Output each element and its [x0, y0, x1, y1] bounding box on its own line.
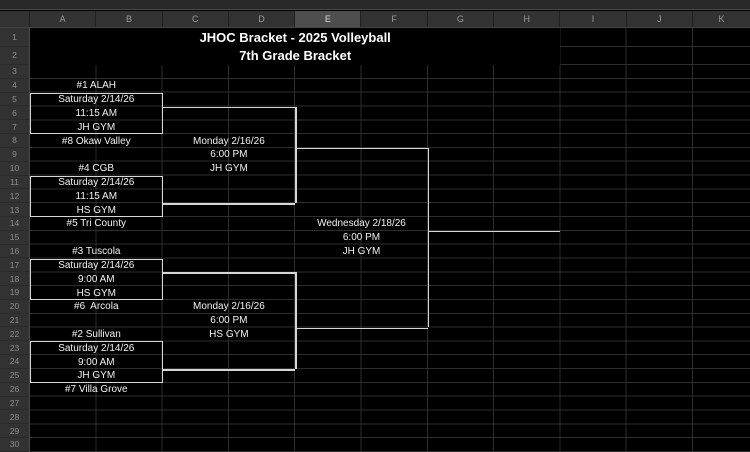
- semifinal2-bottom-line: [162, 369, 296, 371]
- game4-time[interactable]: 9:00 AM: [77, 356, 115, 368]
- semifinal2-top-line: [162, 272, 296, 274]
- game1-time[interactable]: 11:15 AM: [75, 107, 118, 119]
- row-header-22[interactable]: 22: [0, 327, 29, 342]
- game2-time[interactable]: 11:15 AM: [75, 190, 118, 202]
- row-header-10[interactable]: 10: [0, 162, 29, 176]
- game3-date[interactable]: Saturday 2/14/26: [58, 259, 135, 271]
- row-header-12[interactable]: 12: [0, 189, 29, 204]
- team-seed8-okaw-valley[interactable]: #8 Okaw Valley: [61, 135, 131, 147]
- row-header-3[interactable]: 3: [0, 65, 29, 79]
- game1-venue[interactable]: JH GYM: [77, 121, 116, 133]
- column-header-k[interactable]: K: [718, 14, 725, 24]
- gridline-row1-row2: [560, 46, 750, 47]
- final-time[interactable]: 6:00 PM: [342, 232, 381, 244]
- final-venue[interactable]: JH GYM: [342, 246, 381, 258]
- bracket-title[interactable]: JHOC Bracket - 2025 Volleyball: [30, 28, 561, 47]
- column-header-g[interactable]: G: [428, 11, 495, 27]
- game2-date[interactable]: Saturday 2/14/26: [58, 177, 135, 188]
- column-header-i[interactable]: I: [560, 11, 627, 27]
- row-header-9[interactable]: 9: [0, 148, 29, 162]
- column-header-e[interactable]: E: [295, 11, 362, 27]
- column-header-c[interactable]: C: [163, 11, 229, 27]
- row-header-26[interactable]: 26: [0, 383, 29, 397]
- final-top-line: [295, 147, 428, 150]
- row-header-6[interactable]: 6: [0, 106, 29, 121]
- final-bottom-line: [295, 327, 428, 330]
- column-header-j[interactable]: J: [627, 11, 693, 27]
- semifinal1-time[interactable]: 6:00 PM: [210, 149, 248, 161]
- semifinal1-top-line: [162, 106, 296, 108]
- column-header-f[interactable]: F: [361, 11, 428, 27]
- semifinal2-venue[interactable]: HS GYM: [209, 329, 249, 340]
- row-header-20[interactable]: 20: [0, 300, 29, 314]
- game3-box: [30, 258, 163, 300]
- row-header-15[interactable]: 15: [0, 231, 29, 245]
- row-header-2[interactable]: 2: [0, 47, 29, 65]
- semifinal1-date[interactable]: Monday 2/16/26: [193, 135, 265, 147]
- game2-venue[interactable]: HS GYM: [76, 204, 117, 216]
- row-header-27[interactable]: 27: [0, 397, 29, 411]
- row-header-7[interactable]: 7: [0, 120, 29, 135]
- row-header-23[interactable]: 23: [0, 341, 29, 356]
- champion-line: [427, 230, 561, 233]
- row-header-5[interactable]: 5: [0, 93, 29, 107]
- row-header-21[interactable]: 21: [0, 314, 29, 328]
- game3-venue[interactable]: HS GYM: [76, 287, 117, 299]
- team-seed3-tuscola[interactable]: #3 Tuscola: [72, 246, 121, 258]
- bracket-subtitle[interactable]: 7th Grade Bracket: [30, 46, 561, 65]
- semifinal2-vert-line: [295, 272, 297, 369]
- row-header-25[interactable]: 25: [0, 369, 29, 383]
- row-header-24[interactable]: 24: [0, 355, 29, 369]
- game2-box: [30, 175, 163, 217]
- semifinal1-vert-line: [295, 106, 297, 204]
- game4-date[interactable]: Saturday 2/14/26: [58, 342, 135, 354]
- select-all-corner[interactable]: [0, 11, 30, 27]
- team-seed6-arcola[interactable]: #6 Arcola: [74, 301, 119, 313]
- team-seed7-villa-grove[interactable]: #7 Villa Grove: [64, 384, 128, 396]
- row-header-30[interactable]: 30: [0, 438, 29, 452]
- row-header-19[interactable]: 19: [0, 286, 29, 300]
- semifinal2-date[interactable]: Monday 2/16/26: [193, 301, 265, 313]
- team-seed1-alah[interactable]: #1 ALAH: [76, 80, 117, 92]
- game4-venue[interactable]: JH GYM: [77, 370, 116, 382]
- row-header-11[interactable]: 11: [0, 176, 29, 190]
- semifinal1-bottom-line: [162, 203, 296, 205]
- game1-date[interactable]: Saturday 2/14/26: [58, 94, 135, 105]
- team-seed4-cgb[interactable]: #4 CGB: [78, 163, 115, 175]
- row-header-13[interactable]: 13: [0, 203, 29, 217]
- game1-box: [30, 92, 163, 135]
- row-header-29[interactable]: 29: [0, 424, 29, 438]
- row-header-28[interactable]: 28: [0, 410, 29, 425]
- sheet-grid[interactable]: JHOC Bracket - 2025 Volleyball 7th Grade…: [30, 28, 750, 452]
- game4-box: [30, 341, 163, 383]
- window-top-strip: [0, 0, 750, 10]
- column-header-a[interactable]: A: [30, 11, 97, 27]
- row-header-8[interactable]: 8: [0, 134, 29, 148]
- semifinal2-time[interactable]: 6:00 PM: [210, 315, 248, 327]
- final-date[interactable]: Wednesday 2/18/26: [317, 218, 406, 230]
- row-header-1[interactable]: 1: [0, 28, 29, 47]
- game3-time[interactable]: 9:00 AM: [77, 273, 115, 285]
- row-header-17[interactable]: 17: [0, 258, 29, 273]
- row-header-16[interactable]: 16: [0, 245, 29, 259]
- column-header-b[interactable]: B: [96, 11, 163, 27]
- final-vert-line: [427, 147, 430, 328]
- team-seed5-tri-county[interactable]: #5 Tri County: [66, 218, 127, 230]
- row-header-14[interactable]: 14: [0, 217, 29, 231]
- team-seed2-sullivan[interactable]: #2 Sullivan: [71, 329, 121, 340]
- column-header-d[interactable]: D: [229, 11, 296, 27]
- row-header-18[interactable]: 18: [0, 272, 29, 286]
- row-header-4[interactable]: 4: [0, 79, 29, 93]
- column-header-h[interactable]: H: [494, 11, 561, 27]
- semifinal1-venue[interactable]: JH GYM: [210, 163, 248, 175]
